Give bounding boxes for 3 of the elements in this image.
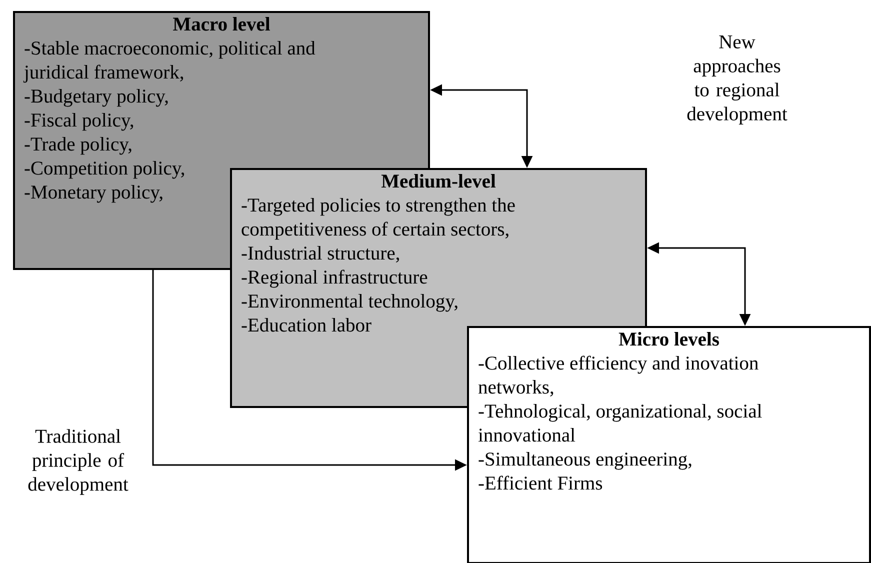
level-box: Micro levels -Collective efficiency and inovation networks, -Tehnological, organizational, social innovational -Simultaneous engineering, -Efficient Firms	[467, 326, 871, 563]
annotation-text: Traditional principle of development	[28, 429, 128, 495]
annotation-text: New approaches to regional development	[687, 36, 788, 124]
